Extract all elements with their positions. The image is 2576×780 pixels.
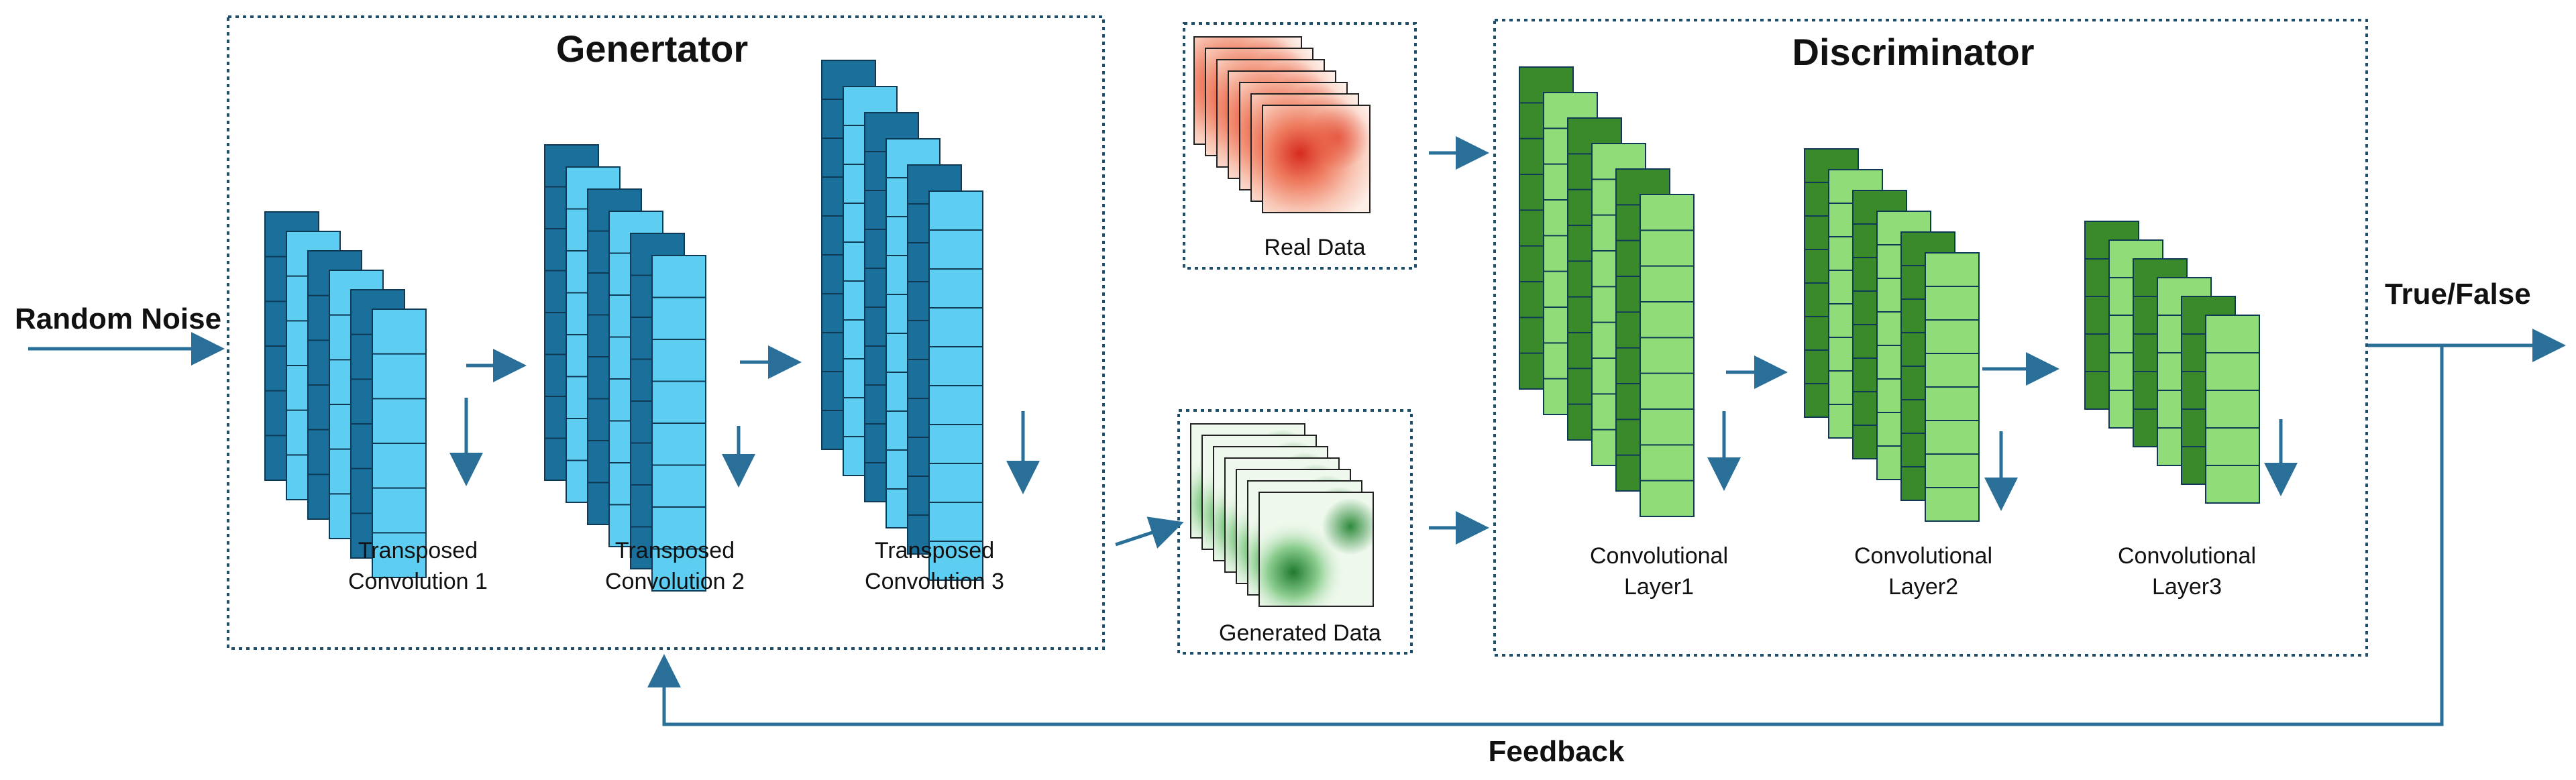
disc-layer-2-slab-6 <box>1925 252 1980 522</box>
gen-layer-2-slab-6 <box>651 255 706 592</box>
real-data-heatmap-stack <box>1193 36 1371 213</box>
generator-layer-2-label-line1: Transposed <box>615 538 735 563</box>
generator-layer-3-label-line1: Transposed <box>875 538 994 563</box>
real-data-box <box>1183 22 1417 270</box>
true-false-label: True/False <box>2385 278 2531 311</box>
generator-layer-1-label-line2: Convolution 1 <box>348 569 488 594</box>
generator-box <box>227 15 1105 650</box>
discriminator-layer-3-label-line1: Convolutional <box>2118 543 2256 569</box>
random-noise-label: Random Noise <box>15 302 221 335</box>
discriminator-box <box>1493 19 2368 657</box>
discriminator-layer-2-label-line1: Convolutional <box>1854 543 1992 569</box>
feedback-path <box>647 345 2444 726</box>
generator-layer-2-label-line2: Convolution 2 <box>605 569 745 594</box>
generator-layer-3-label-line2: Convolution 3 <box>865 569 1004 594</box>
generator-layer-stacks <box>264 60 983 592</box>
generator-layer-1-label-line1: Transposed <box>358 538 478 563</box>
real-data-frame-7 <box>1262 105 1371 213</box>
discriminator-layer-2-label-line2: Layer2 <box>1888 574 1958 600</box>
flow-arrows <box>28 136 2566 726</box>
discriminator-layer-stacks <box>1519 66 2260 522</box>
gen-to-generated-arrow <box>1115 516 1184 549</box>
discriminator-layer-1-label-line2: Layer1 <box>1624 574 1694 600</box>
disc-layer-1-slab-6 <box>1640 194 1695 517</box>
discriminator-layer-1-label-line1: Convolutional <box>1590 543 1728 569</box>
generator-title: Genertator <box>556 27 748 70</box>
generated-data-frame-7 <box>1258 492 1374 607</box>
feedback-label: Feedback <box>1489 735 1625 768</box>
generated-data-heatmap-stack <box>1190 423 1374 607</box>
gen-layer-1-slab-6 <box>372 309 427 578</box>
gen-layer-3-slab-6 <box>928 190 983 581</box>
discriminator-layer-labels: Convolutional Layer1 Convolutional Layer… <box>1590 543 2256 600</box>
discriminator-title: Discriminator <box>1792 31 2035 73</box>
generator-layer-labels: Transposed Convolution 1 Transposed Conv… <box>348 538 1004 594</box>
generated-data-label: Generated Data <box>1219 620 1381 646</box>
disc-layer-3-slab-6 <box>2205 315 2260 504</box>
discriminator-layer-3-label-line2: Layer3 <box>2152 574 2222 600</box>
real-data-label: Real Data <box>1264 235 1365 260</box>
